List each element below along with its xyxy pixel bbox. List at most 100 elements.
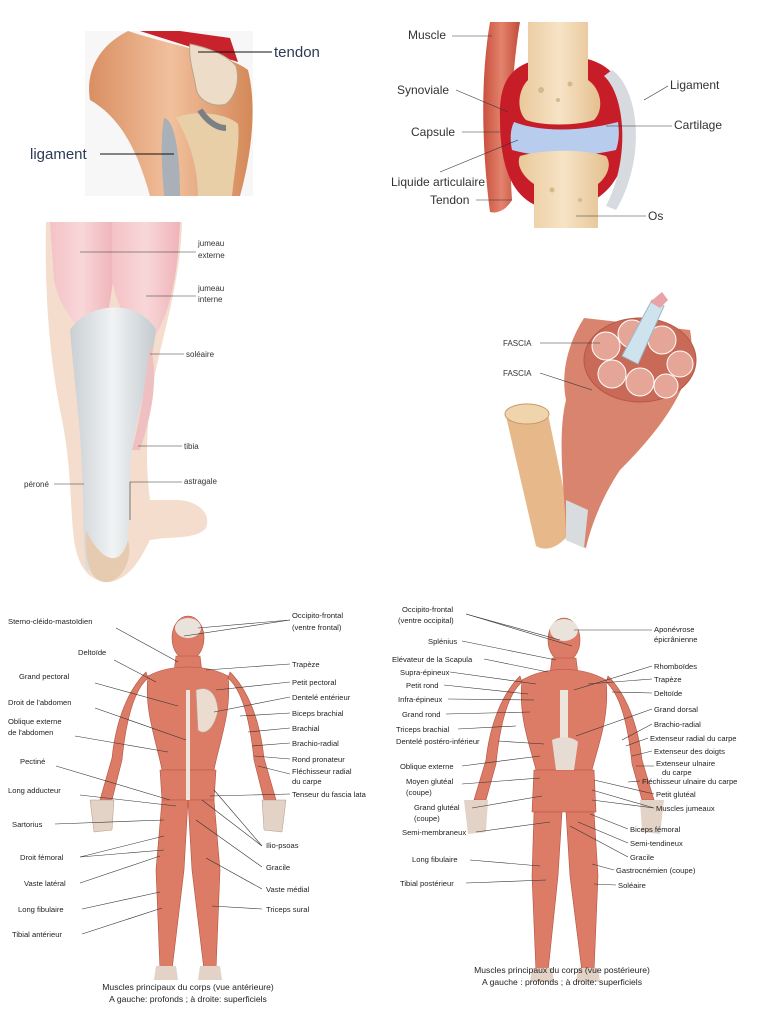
- knee-tendon-label: tendon: [274, 44, 320, 61]
- fascia-bundle: [625, 367, 655, 397]
- posterior-label-right-15: Semi-tendineux: [630, 839, 683, 848]
- anterior-leader-left-7: [79, 794, 177, 807]
- anterior-leader-right-0b: [183, 619, 291, 637]
- anterior-label-left-11: Long fibulaire: [18, 905, 64, 914]
- knee-ligament-shape: [161, 118, 180, 196]
- fascia-bone: [505, 406, 572, 549]
- posterior-body: [473, 617, 655, 973]
- posterior-label-left-5: Petit rond: [406, 681, 439, 690]
- anterior-hand-left: [89, 799, 115, 833]
- posterior-leader-left-0b: [465, 613, 573, 647]
- posterior-leader-right-14: [589, 813, 629, 830]
- anterior-label-right-15: Triceps sural: [266, 905, 309, 914]
- posterior-leader-left-0a: [465, 613, 561, 641]
- posterior-label-left-12: (coupe): [406, 788, 432, 797]
- leg-heel: [85, 530, 130, 583]
- posterior-label-left-14: (coupe): [414, 814, 440, 823]
- fascia-panel: FASCIA FASCIA: [503, 292, 697, 549]
- anterior-leader-right-14: [205, 857, 263, 890]
- posterior-leader-left-16: [469, 859, 541, 867]
- anterior-leader-left-6: [55, 765, 171, 801]
- posterior-skull-cap: [550, 619, 578, 641]
- fascia-bundle: [666, 350, 694, 378]
- posterior-label-right-2: Rhomboïdes: [654, 662, 697, 671]
- posterior-leader-right-16: [569, 825, 629, 858]
- posterior-label-right-14: Biceps fémoral: [630, 825, 681, 834]
- posterior-leader-right-7: [625, 737, 649, 747]
- anterior-label-left-0: Sterno-cléido-mastoïdien: [8, 617, 92, 626]
- posterior-label-right-17: Gastrocnémien (coupe): [616, 866, 696, 875]
- posterior-leader-left-7: [445, 711, 531, 715]
- anterior-label-right-8: Rond pronateur: [292, 755, 345, 764]
- leg-soleus: [132, 344, 155, 450]
- joint-lower-bone: [518, 150, 609, 228]
- joint-liquid-leader: [439, 139, 519, 173]
- joint-label-os: Os: [648, 209, 663, 223]
- fascia-label-1: FASCIA: [503, 339, 532, 348]
- posterior-leader-right-13a: [591, 799, 655, 809]
- joint-upper-bone: [519, 22, 601, 125]
- posterior-leader-right-11: [627, 780, 641, 783]
- knee-ligament-label: ligament: [30, 146, 88, 163]
- posterior-label-right-7: Extenseur radial du carpe: [650, 734, 737, 743]
- anterior-leader-right-0a: [197, 619, 291, 629]
- anterior-leader-left-2: [94, 682, 179, 707]
- anterior-label-left-1: Deltoïde: [78, 648, 106, 657]
- posterior-leader-right-12: [593, 779, 655, 795]
- posterior-leader-left-17: [465, 879, 547, 884]
- joint-label-liquide: Liquide articulaire: [391, 175, 485, 189]
- leg-label-jumeau-interne-1: jumeau: [197, 284, 224, 293]
- leg-label-soleaire: soléaire: [186, 350, 215, 359]
- posterior-leader-left-6: [447, 698, 535, 701]
- anterior-leader-left-9a: [79, 835, 165, 858]
- posterior-label-left-0: Occipito-frontal: [402, 605, 453, 614]
- leg-label-tibia: tibia: [184, 442, 199, 451]
- anterior-label-right-11: Tenseur du fascia lata: [292, 790, 367, 799]
- fascia-bundle: [591, 331, 621, 361]
- posterior-leader-right-17: [591, 863, 615, 871]
- posterior-foot-right: [576, 968, 600, 982]
- anterior-label-left-5: de l'abdomen: [8, 728, 53, 737]
- anterior-leader-right-9: [257, 765, 291, 775]
- knee-tibia: [176, 113, 239, 196]
- posterior-label-left-7: Grand rond: [402, 710, 440, 719]
- joint-label-ligament: Ligament: [670, 78, 720, 92]
- joint-bone-pore: [549, 187, 555, 193]
- anterior-label-left-3: Droit de l'abdomen: [8, 698, 72, 707]
- posterior-leader-left-4: [449, 671, 537, 685]
- posterior-label-left-10: Oblique externe: [400, 762, 454, 771]
- posterior-label-left-2: Splénius: [428, 637, 457, 646]
- posterior-leader-right-2: [573, 665, 653, 691]
- anterior-leader-left-8: [54, 819, 165, 825]
- joint-label-capsule: Capsule: [411, 125, 455, 139]
- fascia-label-2: FASCIA: [503, 369, 532, 378]
- posterior-leader-right-8: [631, 750, 653, 757]
- anterior-leader-left-10: [79, 855, 161, 884]
- joint-synoviale-leader: [455, 89, 509, 113]
- posterior-foot-left: [530, 968, 554, 982]
- posterior-leader-left-5: [443, 684, 529, 695]
- joint-label-synoviale: Synoviale: [397, 83, 449, 97]
- anterior-leader-left-11: [81, 891, 161, 910]
- posterior-leader-left-13: [471, 795, 543, 809]
- posterior-leader-left-8: [457, 725, 517, 730]
- anterior-label-right-3: Petit pectoral: [292, 678, 337, 687]
- posterior-leader-right-15: [577, 821, 629, 844]
- joint-bone-pore: [578, 198, 582, 202]
- posterior-label-right-9: Extenseur ulnaire: [656, 759, 715, 768]
- posterior-label-right-8: Extenseur des doigts: [654, 747, 725, 756]
- anterior-leader-left-9b: [79, 849, 165, 858]
- posterior-leader-left-10: [461, 755, 541, 767]
- posterior-leader-left-9: [497, 740, 545, 745]
- anterior-leader-right-2: [205, 663, 291, 671]
- leg-label-jumeau-interne-2: interne: [198, 295, 223, 304]
- anterior-label-left-4: Oblique externe: [8, 717, 62, 726]
- anterior-caption-1: Muscles principaux du corps (vue antérie…: [102, 982, 274, 992]
- anterior-label-left-8: Sartorius: [12, 820, 43, 829]
- anterior-leader-right-15: [211, 905, 263, 910]
- posterior-leader-left-3: [483, 658, 549, 673]
- fascia-bundle: [653, 373, 679, 399]
- posterior-label-left-17: Tibial postérieur: [400, 879, 454, 888]
- posterior-leader-left-2: [461, 640, 557, 661]
- anterior-caption-2: A gauche: profonds ; à droite: superfici…: [109, 994, 267, 1004]
